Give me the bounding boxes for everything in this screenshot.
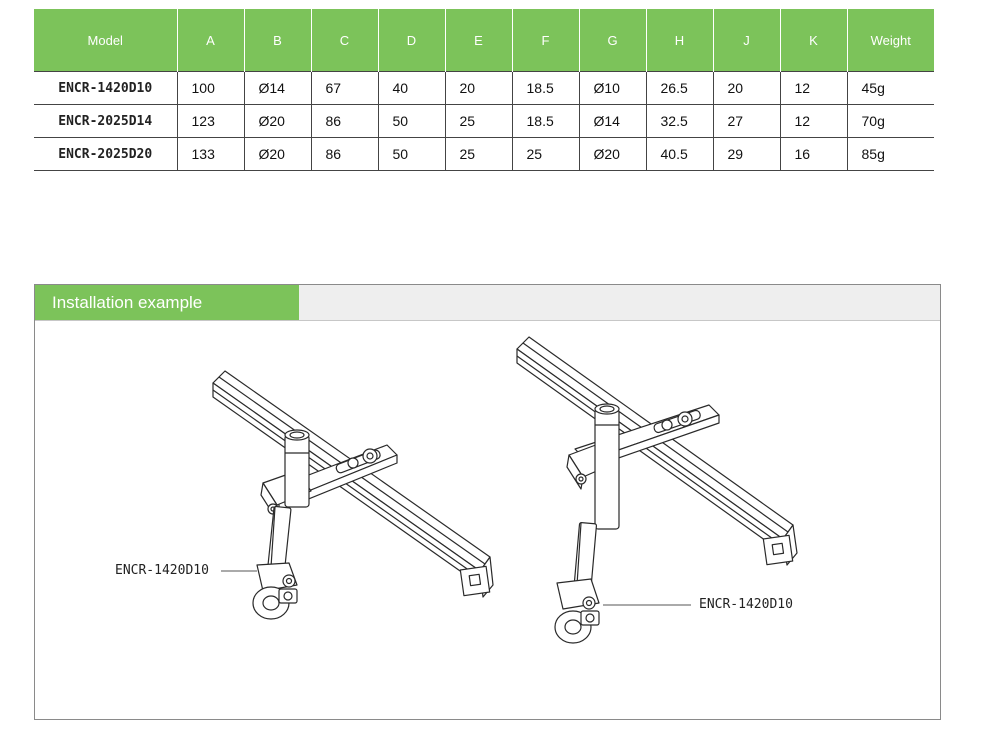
cell: 123 — [176, 104, 244, 138]
cell: 133 — [176, 137, 244, 171]
right-assembly — [516, 336, 798, 644]
col-f: F — [511, 9, 579, 72]
cell: Ø14 — [578, 104, 646, 138]
cell-model: ENCR-2025D20 — [34, 137, 177, 171]
table-row: ENCR-2025D14 123 Ø20 86 50 25 18.5 Ø14 3… — [34, 104, 934, 138]
cell: Ø20 — [578, 137, 646, 171]
rod-right — [573, 521, 598, 587]
col-h: H — [645, 9, 713, 72]
cell: 16 — [779, 137, 847, 171]
col-k: K — [779, 9, 847, 72]
col-a: A — [176, 9, 244, 72]
ring-clamp-right — [554, 578, 600, 644]
cell: 12 — [779, 71, 847, 105]
cell: 25 — [444, 137, 512, 171]
col-g: G — [578, 9, 646, 72]
cell: 100 — [176, 71, 244, 105]
spec-table: Model A B C D E F G H J K Weight ENCR-14… — [34, 9, 934, 171]
cell: 67 — [310, 71, 378, 105]
left-callout-label: ENCR-1420D10 — [115, 563, 209, 578]
cylinder-upper-right — [594, 403, 620, 530]
cell: 86 — [310, 137, 378, 171]
cell: 86 — [310, 104, 378, 138]
cell: Ø14 — [243, 71, 311, 105]
cell: Ø20 — [243, 137, 311, 171]
table-row: ENCR-1420D10 100 Ø14 67 40 20 18.5 Ø10 2… — [34, 71, 934, 105]
cell: 25 — [511, 137, 579, 171]
col-c: C — [310, 9, 378, 72]
panel-header: Installation example — [35, 285, 940, 321]
right-callout-label: ENCR-1420D10 — [699, 597, 793, 612]
cell: Ø10 — [578, 71, 646, 105]
col-e: E — [444, 9, 512, 72]
cell-model: ENCR-2025D14 — [34, 104, 177, 138]
cell: 50 — [377, 137, 445, 171]
col-model: Model — [34, 9, 177, 72]
ring-clamp-left — [252, 562, 298, 620]
cell: 70g — [846, 104, 934, 138]
cell-model: ENCR-1420D10 — [34, 71, 177, 105]
cell: 29 — [712, 137, 780, 171]
cell: Ø20 — [243, 104, 311, 138]
col-b: B — [243, 9, 311, 72]
cell: 20 — [444, 71, 512, 105]
cell: 18.5 — [511, 71, 579, 105]
cell: 12 — [779, 104, 847, 138]
rod-left — [267, 505, 292, 569]
cell: 26.5 — [645, 71, 713, 105]
cell: 18.5 — [511, 104, 579, 138]
cell: 85g — [846, 137, 934, 171]
col-weight: Weight — [846, 9, 934, 72]
table-row: ENCR-2025D20 133 Ø20 86 50 25 25 Ø20 40.… — [34, 137, 934, 171]
cell: 27 — [712, 104, 780, 138]
cylinder-upper-left — [284, 429, 310, 508]
cell: 45g — [846, 71, 934, 105]
cell: 25 — [444, 104, 512, 138]
cell: 50 — [377, 104, 445, 138]
cell: 40 — [377, 71, 445, 105]
cell: 40.5 — [645, 137, 713, 171]
cell: 20 — [712, 71, 780, 105]
col-j: J — [712, 9, 780, 72]
cell: 32.5 — [645, 104, 713, 138]
installation-panel: Installation example — [34, 284, 941, 720]
aluminium-profile-right — [516, 336, 798, 566]
installation-drawing — [212, 336, 798, 644]
table-header-row: Model A B C D E F G H J K Weight — [34, 9, 934, 72]
col-d: D — [377, 9, 445, 72]
aluminium-profile-left — [212, 370, 494, 598]
left-assembly — [212, 370, 494, 620]
panel-title: Installation example — [35, 285, 299, 320]
